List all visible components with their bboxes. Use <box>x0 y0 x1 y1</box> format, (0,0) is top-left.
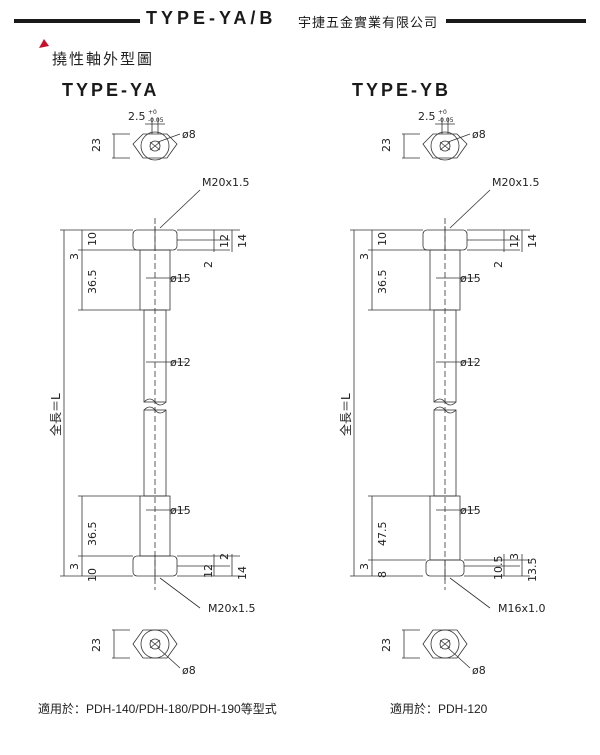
dim-left-3-bottom: 3 <box>68 563 81 570</box>
dim-hole: ø8 <box>182 128 196 141</box>
dim-left-3: 3 <box>68 253 81 260</box>
dim-left-36-5: 36.5 <box>86 270 99 295</box>
type-ya-title: TYPE-YA <box>62 80 160 100</box>
hex-nut-top <box>132 133 178 159</box>
type-yb-title: TYPE-YB <box>352 80 452 100</box>
dim-left-10: 10 <box>86 232 99 246</box>
section-title: 撓性軸外型圖 <box>52 51 155 68</box>
dim-right-3-bottom: 3 <box>508 553 521 560</box>
dim-left-36-5-bottom: 36.5 <box>86 522 99 547</box>
dim-right-10-5-bottom: 10.5 <box>492 556 505 581</box>
type-ya-drawing: 2.5 +0 -0.05 ø8 23 M20x1.5 3 10 36.5 2 1… <box>48 109 256 677</box>
dim-thread-top: M20x1.5 <box>202 176 250 189</box>
dim-thread-bottom: M16x1.0 <box>498 602 546 615</box>
dim-hex-height: 23 <box>90 138 103 152</box>
dim-d12: ø12 <box>170 356 191 369</box>
dim-tol-upper: +0 <box>438 109 447 116</box>
dim-right-2: 2 <box>202 261 215 268</box>
dim-right-14: 14 <box>236 234 249 248</box>
type-ya-applies-to: 適用於：PDH-140/PDH-180/PDH-190等型式 <box>38 702 277 716</box>
type-yb-drawing: 2.5 +0 -0.05 ø8 23 M20x1.5 3 10 36.5 2 1… <box>338 109 546 677</box>
dim-right-12-bottom: 12 <box>202 564 215 578</box>
dim-left-3-bottom: 3 <box>358 563 371 570</box>
dim-right-14-bottom: 14 <box>236 566 249 580</box>
dim-tol-lower: -0.05 <box>148 117 164 124</box>
dim-hex-height-bottom: 23 <box>90 638 103 652</box>
dim-right-14: 14 <box>526 234 539 248</box>
type-yb-applies-to: 適用於：PDH-120 <box>390 702 488 716</box>
dim-thread-top: M20x1.5 <box>492 176 540 189</box>
dim-d15-bottom: ø15 <box>460 504 481 517</box>
header-title: TYPE-YA/B <box>146 8 277 28</box>
header-rule-right <box>446 19 586 23</box>
dim-d15-bottom: ø15 <box>170 504 191 517</box>
dim-d15: ø15 <box>460 272 481 285</box>
dim-hole: ø8 <box>472 128 486 141</box>
dim-hole-bottom: ø8 <box>472 664 486 677</box>
section-marker-icon <box>39 39 49 48</box>
dim-right-12: 12 <box>218 234 231 248</box>
dim-d15: ø15 <box>170 272 191 285</box>
dim-hex-height-bottom: 23 <box>380 638 393 652</box>
dim-tol-upper: +0 <box>148 109 157 116</box>
dim-total-length: 全長＝L <box>48 393 63 436</box>
dim-thread-bottom: M20x1.5 <box>208 602 256 615</box>
dim-top-gap: 2.5 <box>418 110 436 123</box>
dim-right-2-bottom: 2 <box>218 553 231 560</box>
dim-left-3: 3 <box>358 253 371 260</box>
dim-left-8-bottom: 8 <box>376 571 389 578</box>
header-bar: TYPE-YA/B 宇捷五金實業有限公司 <box>0 6 600 32</box>
dim-left-10-bottom: 10 <box>86 568 99 582</box>
dim-total-length: 全長＝L <box>338 393 353 436</box>
company-name: 宇捷五金實業有限公司 <box>298 15 439 30</box>
dim-hex-height: 23 <box>380 138 393 152</box>
dim-right-2: 2 <box>492 261 505 268</box>
dim-left-47-5-bottom: 47.5 <box>376 522 389 547</box>
dim-tol-lower: -0.05 <box>438 117 454 124</box>
dim-right-12: 12 <box>508 234 521 248</box>
dim-hole-bottom: ø8 <box>182 664 196 677</box>
dim-right-13-5-bottom: 13.5 <box>526 558 539 583</box>
dim-d12: ø12 <box>460 356 481 369</box>
dim-left-36-5: 36.5 <box>376 270 389 295</box>
header-rule-left <box>14 19 140 23</box>
dim-top-gap: 2.5 <box>128 110 146 123</box>
dim-left-10: 10 <box>376 232 389 246</box>
